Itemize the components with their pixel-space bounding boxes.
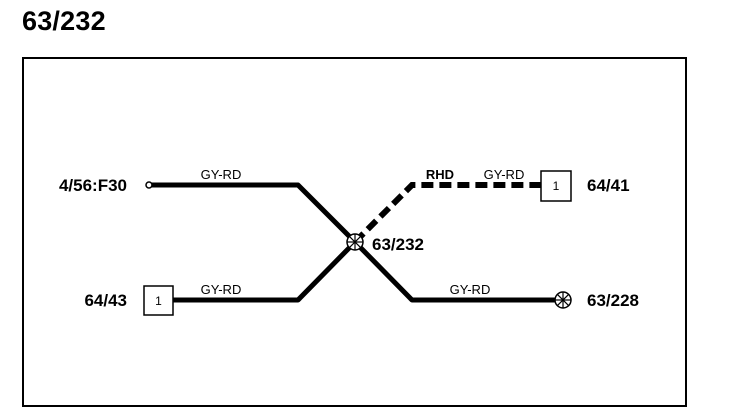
splice-icon (346, 233, 364, 251)
wire-bottom-right (353, 240, 555, 303)
pin-number-right: 1 (553, 179, 560, 193)
connector-label-left-top: 4/56:F30 (59, 176, 127, 195)
wire-label-top-left: GY-RD (201, 167, 242, 182)
wire-label-top-right: GY-RD (484, 167, 525, 182)
connector-label-left-bottom: 64/43 (84, 291, 127, 310)
splice-label: 63/232 (372, 235, 424, 254)
page-title: 63/232 (22, 6, 106, 36)
wire-top-left (150, 182, 357, 244)
wire-bottom-left (173, 240, 357, 303)
connector-label-right-top: 64/41 (587, 176, 630, 195)
wire-label-bottom-left: GY-RD (201, 282, 242, 297)
diagram-frame (22, 57, 687, 407)
wire-label-bottom-right: GY-RD (450, 282, 491, 297)
ground-splice-icon (554, 291, 572, 309)
open-terminal-icon (145, 181, 153, 189)
pin-box-left: 1 (143, 285, 174, 316)
connector-label-right-bottom: 63/228 (587, 291, 639, 310)
pin-box-right: 1 (540, 170, 572, 202)
pin-number-left: 1 (155, 294, 162, 308)
variant-label-rhd: RHD (426, 167, 454, 182)
wire-top-right-dashed (352, 182, 541, 245)
